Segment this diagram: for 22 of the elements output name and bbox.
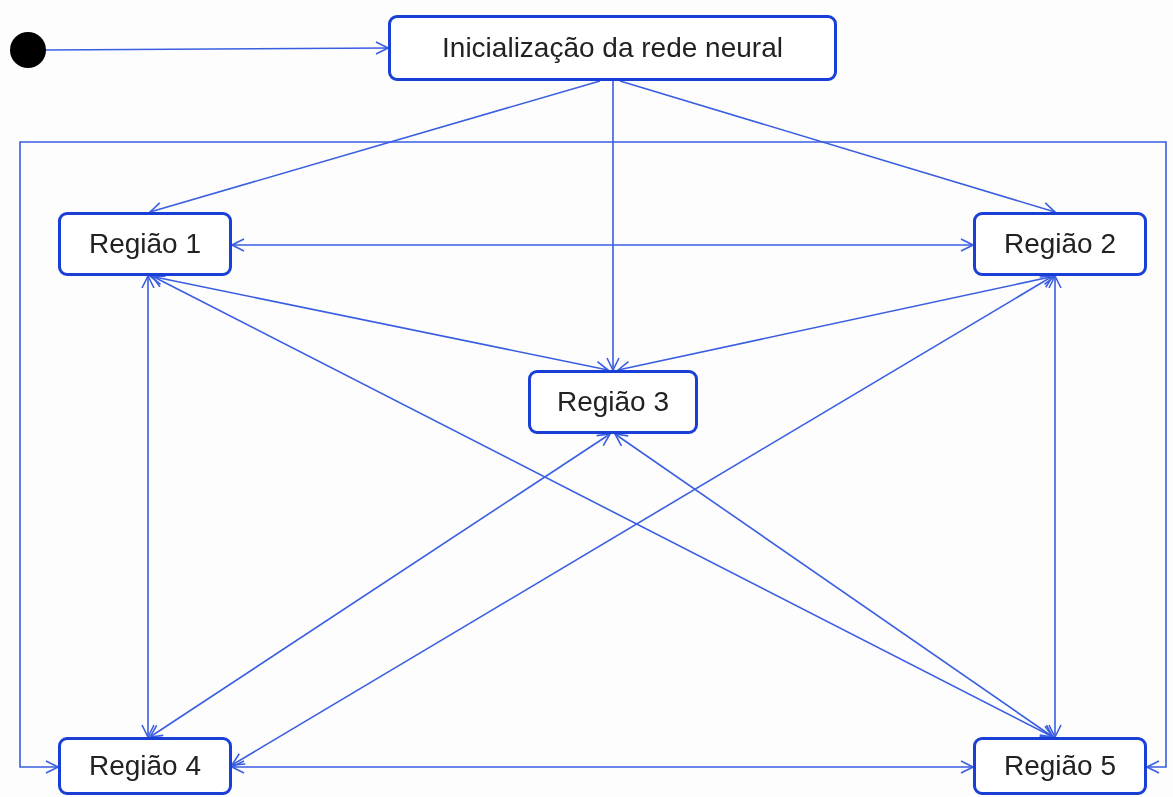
state-label: Inicialização da rede neural xyxy=(442,32,783,64)
state-label: Região 2 xyxy=(1003,228,1117,260)
state-label: Região 3 xyxy=(556,386,670,418)
arrow xyxy=(19,141,1167,774)
arrow xyxy=(231,238,974,252)
state-label: Região 4 xyxy=(88,750,202,782)
state-box xyxy=(973,212,1147,276)
arrow xyxy=(149,433,611,738)
arrow xyxy=(45,41,389,55)
state-box xyxy=(528,370,698,434)
state-box xyxy=(58,212,232,276)
arrow xyxy=(606,80,620,371)
state-box xyxy=(388,15,837,81)
arrow xyxy=(231,760,974,774)
state-box xyxy=(58,737,232,795)
state-label: Região 1 xyxy=(88,228,202,260)
state-box xyxy=(973,737,1147,795)
start-circle xyxy=(10,32,46,68)
arrow xyxy=(1048,275,1062,738)
arrow xyxy=(614,433,1054,738)
arrow xyxy=(141,275,155,738)
state-label: Região 5 xyxy=(1003,750,1117,782)
